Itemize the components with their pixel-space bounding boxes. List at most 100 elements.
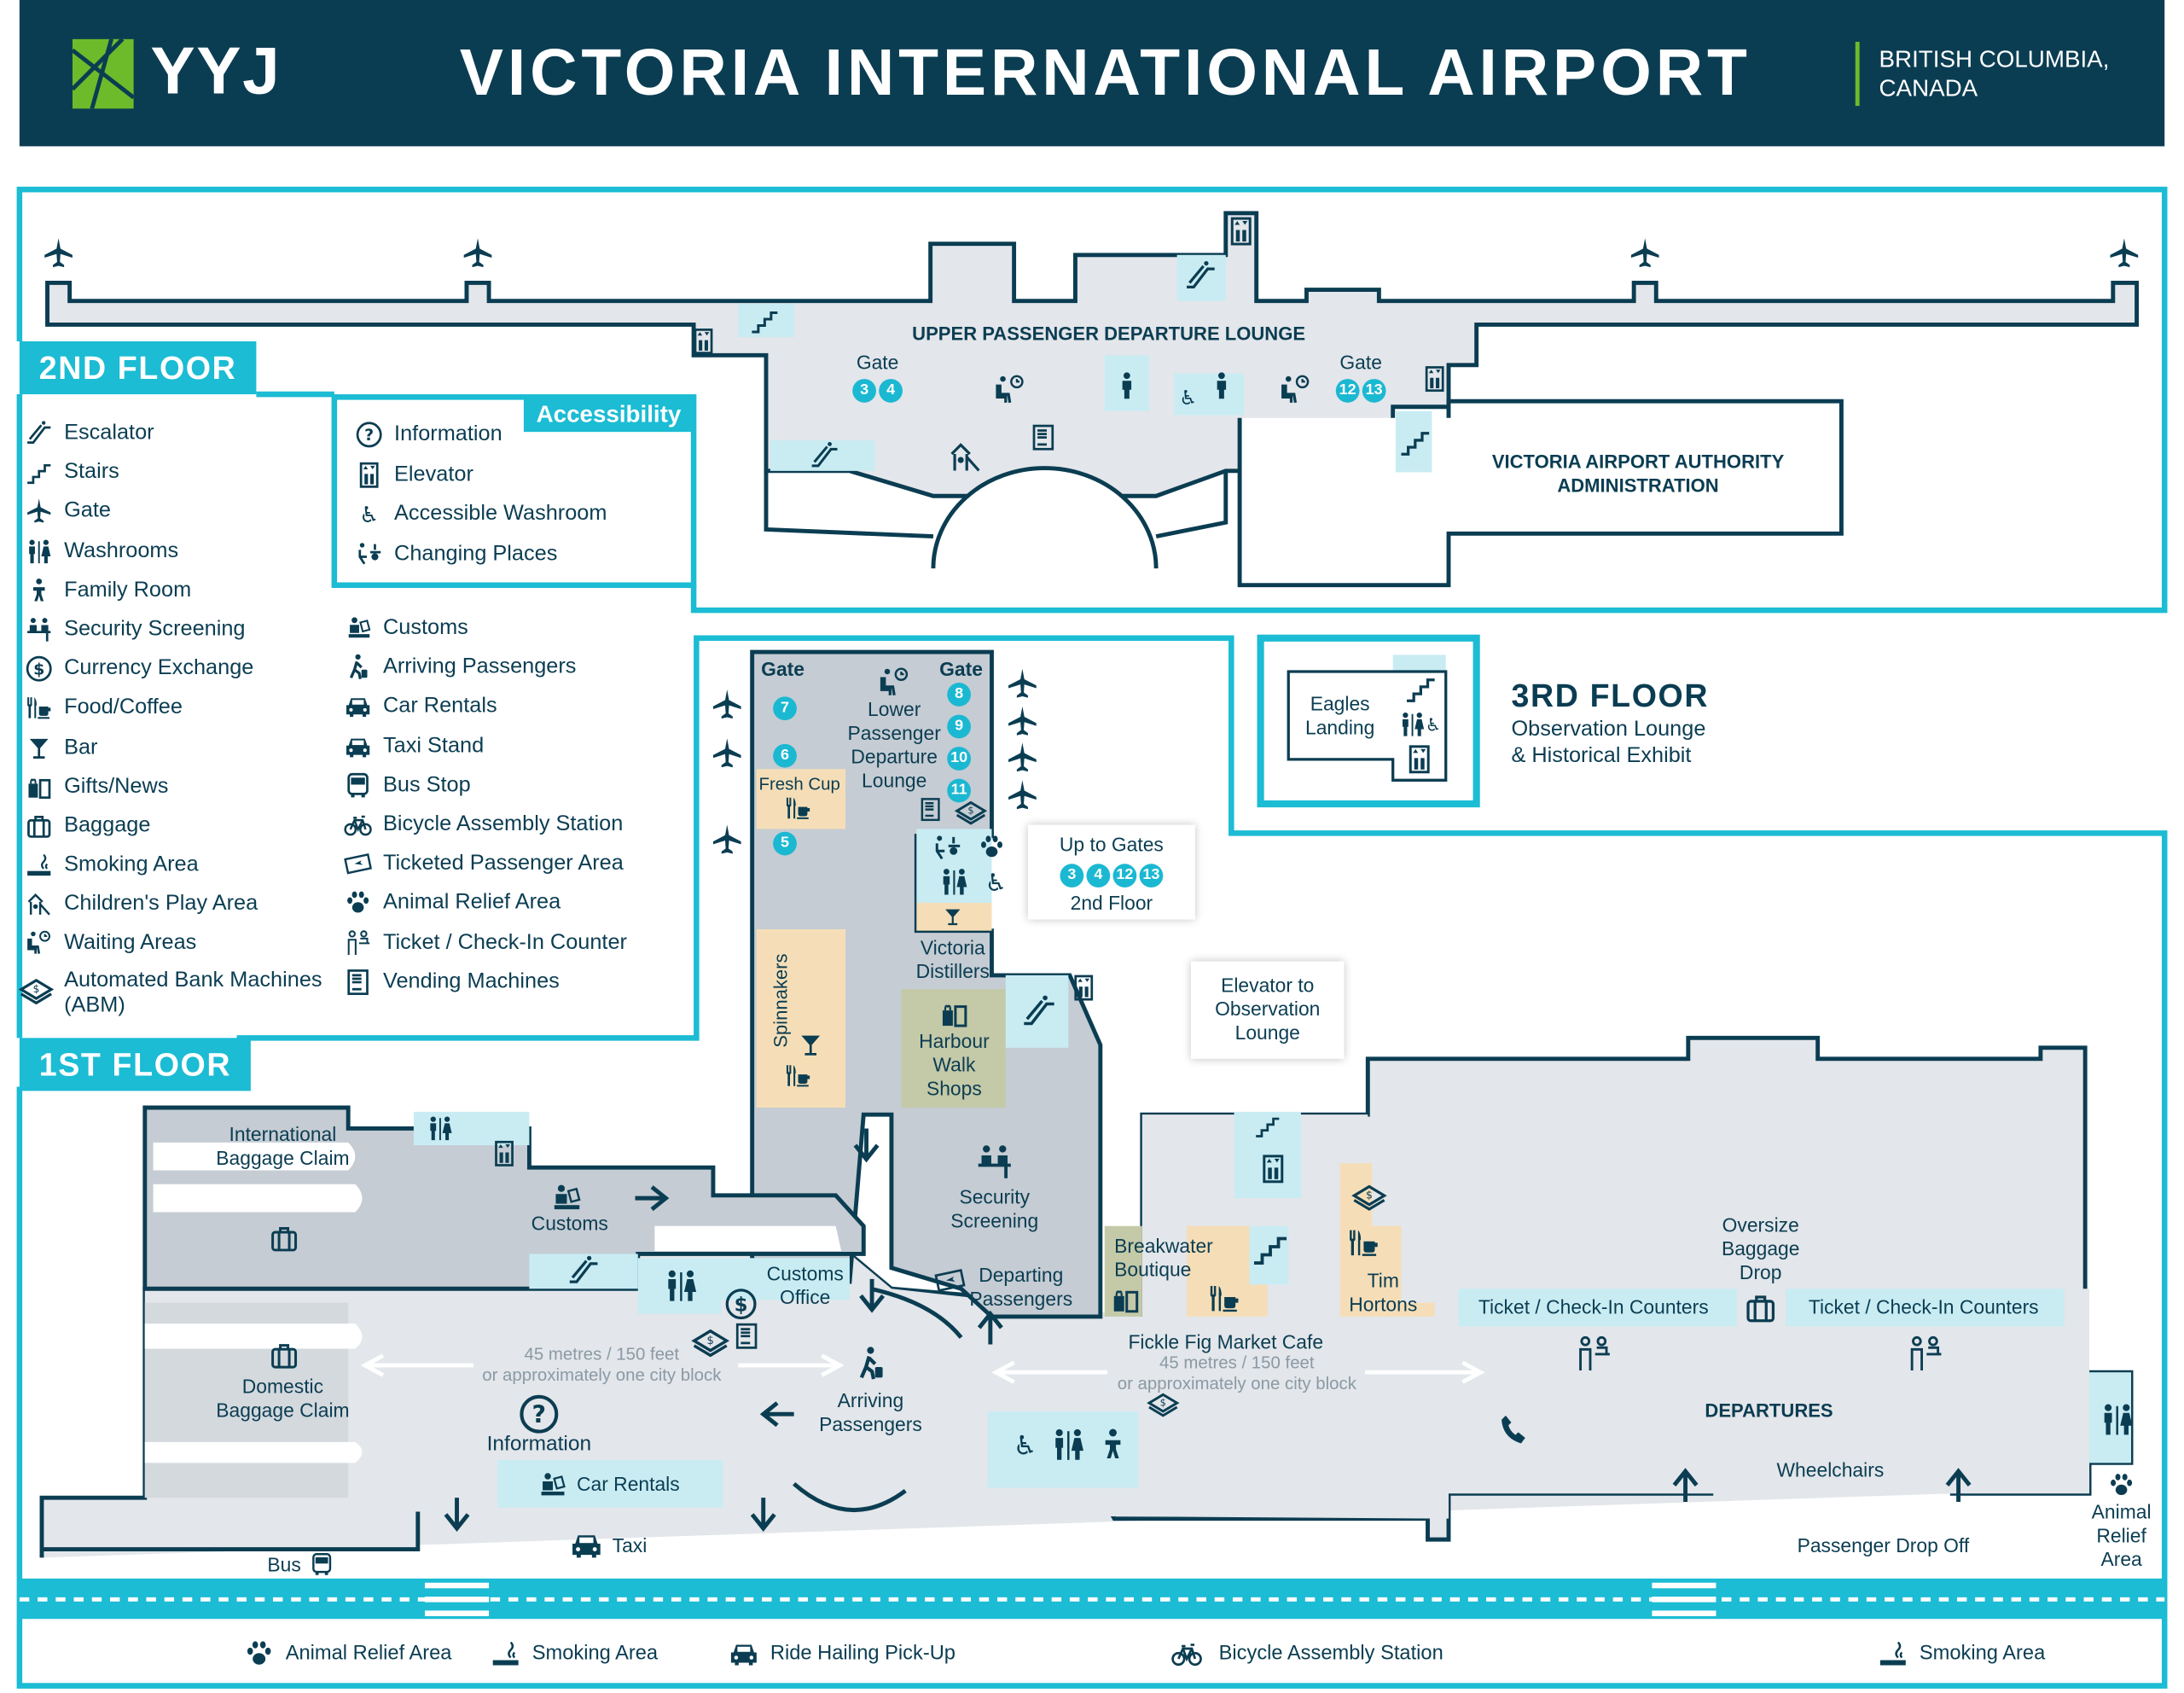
food-icon — [25, 695, 53, 723]
roadway — [19, 1578, 2165, 1620]
legend-item-abm: Automated Bank Machines(ABM) — [25, 968, 322, 1023]
gate-4-badge: 4 — [879, 379, 903, 403]
logo-text: YYJ — [150, 34, 282, 109]
legend-item-car-rentals: Car Rentals — [344, 691, 627, 722]
check-in-icon — [344, 928, 372, 957]
legend-item-stairs: Stairs — [25, 457, 322, 488]
smoking-icon — [491, 1638, 521, 1669]
abm-icon — [18, 968, 54, 1004]
wheelchairs-label: Wheelchairs — [1776, 1458, 1885, 1481]
legend-item-ticketed: Ticketed Passenger Area — [344, 849, 627, 880]
legend-item-currency: Currency Exchange — [25, 654, 322, 684]
legend-item-security: Security Screening — [25, 614, 322, 645]
legend-services: Customs Arriving Passengers Car Rentals … — [344, 613, 627, 997]
bus-label: Bus — [267, 1553, 301, 1576]
currency-icon — [25, 655, 53, 684]
first-floor-tag: 1ST FLOOR — [19, 1038, 251, 1091]
legend-item-bicycle: Bicycle Assembly Station — [344, 809, 627, 840]
third-floor-title: 3RD FLOOR — [1511, 677, 1710, 713]
stairs-icon — [25, 458, 53, 486]
legend-item-washrooms: Washrooms — [25, 536, 322, 567]
smoking-icon — [25, 852, 53, 880]
legend-item-information: Information — [355, 419, 607, 450]
upper-lounge-label: UPPER PASSENGER DEPARTURE LOUNGE — [912, 323, 1306, 345]
family-room-icon — [25, 577, 53, 605]
gate-11-badge: 11 — [946, 776, 973, 803]
play-area-icon — [25, 891, 53, 919]
legend-item-check-in: Ticket / Check-In Counter — [344, 928, 627, 958]
legend-item-gifts: Gifts/News — [25, 771, 322, 802]
taxi-icon — [344, 732, 372, 760]
accessibility-tag: Accessibility — [523, 397, 694, 433]
checkin-counters-2: Ticket / Check-In Counters — [1808, 1295, 2039, 1318]
fresh-cup-label: Fresh Cup — [758, 774, 840, 794]
curb-smoking-west: Smoking Area — [491, 1638, 658, 1669]
paw-icon — [244, 1638, 275, 1669]
second-floor-plan — [45, 211, 2140, 588]
legend-item-customs: Customs — [344, 613, 627, 643]
legend-item-baggage: Baggage — [25, 811, 322, 841]
security-icon — [25, 616, 53, 644]
legend-item-animal-relief: Animal Relief Area — [344, 888, 627, 919]
region-line-2: CANADA — [1879, 75, 1978, 102]
gate-9-badge: 9 — [946, 712, 973, 739]
legend-item-food: Food/Coffee — [25, 693, 322, 724]
vending-icon — [344, 968, 372, 996]
escalator-icon — [25, 419, 53, 447]
first-floor-plan — [39, 649, 2134, 1558]
baggage-icon — [25, 812, 53, 841]
legend-general: Escalator Stairs Gate Washrooms Family R… — [25, 418, 322, 1024]
gate-5-badge: 5 — [772, 829, 799, 856]
information-label: Information — [486, 1432, 592, 1457]
legend-item-changing-places: Changing Places — [355, 538, 607, 569]
legend-item-arriving: Arriving Passengers — [344, 652, 627, 683]
header-divider — [1855, 41, 1860, 107]
information-icon — [355, 421, 383, 449]
page-title: VICTORIA INTERNATIONAL AIRPORT — [459, 34, 1751, 109]
floor-frames — [16, 186, 2168, 1689]
washroom-icon — [25, 538, 53, 566]
customs-label: Customs — [531, 1212, 608, 1235]
legend-item-escalator: Escalator — [25, 418, 322, 449]
legend-item-bus: Bus Stop — [344, 770, 627, 800]
bicycle-icon — [344, 811, 372, 839]
smoking-icon — [1878, 1638, 1908, 1669]
curb-ride-hailing: Ride Hailing Pick-Up — [729, 1638, 956, 1669]
gate-label-east: Gate — [939, 657, 983, 680]
gate-7-badge: 7 — [772, 694, 799, 721]
legend-accessibility: Information Elevator Accessible Washroom… — [355, 419, 607, 569]
fickle-fig-label: Fickle Fig Market Cafe — [1128, 1330, 1324, 1353]
checkin-counters-1: Ticket / Check-In Counters — [1478, 1295, 1709, 1318]
changing-places-icon — [355, 540, 383, 568]
paw-icon — [344, 889, 372, 917]
second-floor-tag: 2ND FLOOR — [19, 341, 257, 395]
curb-smoking-east: Smoking Area — [1878, 1638, 2045, 1669]
car-rental-icon — [344, 693, 372, 721]
bus-icon — [344, 771, 372, 800]
accessible-washroom-icon — [355, 500, 383, 528]
third-floor-desc: Observation Lounge& Historical Exhibit — [1511, 717, 1706, 768]
legend-item-taxi: Taxi Stand — [344, 730, 627, 761]
legend-item-accessible-washroom: Accessible Washroom — [355, 499, 607, 530]
legend-item-elevator: Elevator — [355, 459, 607, 490]
header-bar — [19, 0, 2165, 147]
gate-3-badge: 3 — [852, 379, 876, 403]
curb-bicycle: Bicycle Assembly Station — [1166, 1638, 1443, 1669]
